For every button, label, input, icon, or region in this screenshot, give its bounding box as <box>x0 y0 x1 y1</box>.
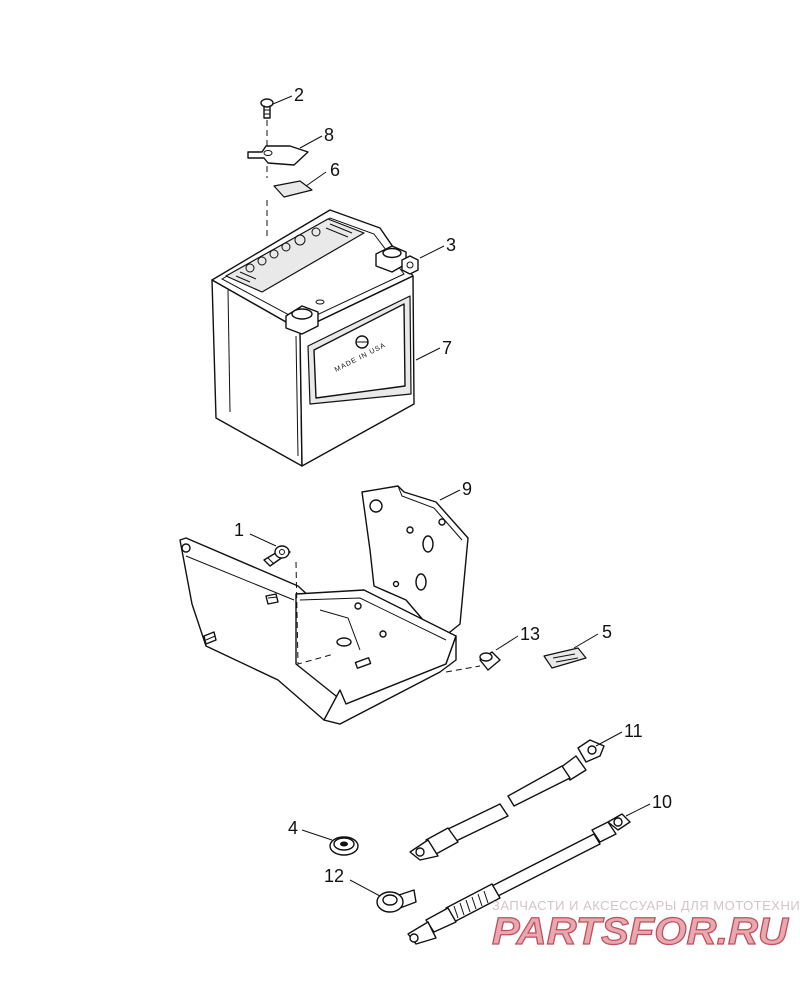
callout-13: 13 <box>520 624 540 644</box>
cable-part-11 <box>409 739 605 861</box>
callout-6: 6 <box>330 160 340 180</box>
pad-part-6 <box>273 180 313 198</box>
callout-12: 12 <box>324 866 344 886</box>
callout-labels: 2 8 6 3 7 9 1 13 5 11 10 4 12 <box>234 85 672 886</box>
callout-4: 4 <box>288 818 298 838</box>
watermark: ЗАПЧАСТИ И АКСЕССУАРЫ ДЛЯ МОТОТЕХНИКИ PA… <box>491 898 800 954</box>
callout-3: 3 <box>446 235 456 255</box>
callout-9: 9 <box>462 479 472 499</box>
callout-11: 11 <box>624 721 643 741</box>
battery-part-7: MADE IN USA <box>211 209 415 467</box>
callout-10: 10 <box>652 792 672 812</box>
washer-part-4 <box>329 836 359 856</box>
warning-label-icons <box>235 223 353 283</box>
callout-2: 2 <box>294 85 304 105</box>
label-part-5 <box>543 647 587 669</box>
battery-tray-part-9 <box>179 485 469 725</box>
watermark-tagline: ЗАПЧАСТИ И АКСЕССУАРЫ ДЛЯ МОТОТЕХНИКИ <box>492 898 800 913</box>
screw-part-2 <box>260 98 274 119</box>
connector-part-12 <box>376 889 417 913</box>
bracket-part-8 <box>247 145 309 166</box>
cable-part-10 <box>407 813 631 945</box>
callout-5: 5 <box>602 622 612 642</box>
spacer-part-13 <box>479 651 501 671</box>
leader-lines <box>249 95 651 897</box>
callout-7: 7 <box>442 338 452 358</box>
callout-8: 8 <box>324 125 334 145</box>
screw-part-1 <box>263 545 291 567</box>
callout-1: 1 <box>234 520 244 540</box>
watermark-brand: PARTSFOR.RU <box>492 911 790 953</box>
cable-spring <box>453 890 489 919</box>
terminal-bolt-part-3 <box>401 255 419 275</box>
